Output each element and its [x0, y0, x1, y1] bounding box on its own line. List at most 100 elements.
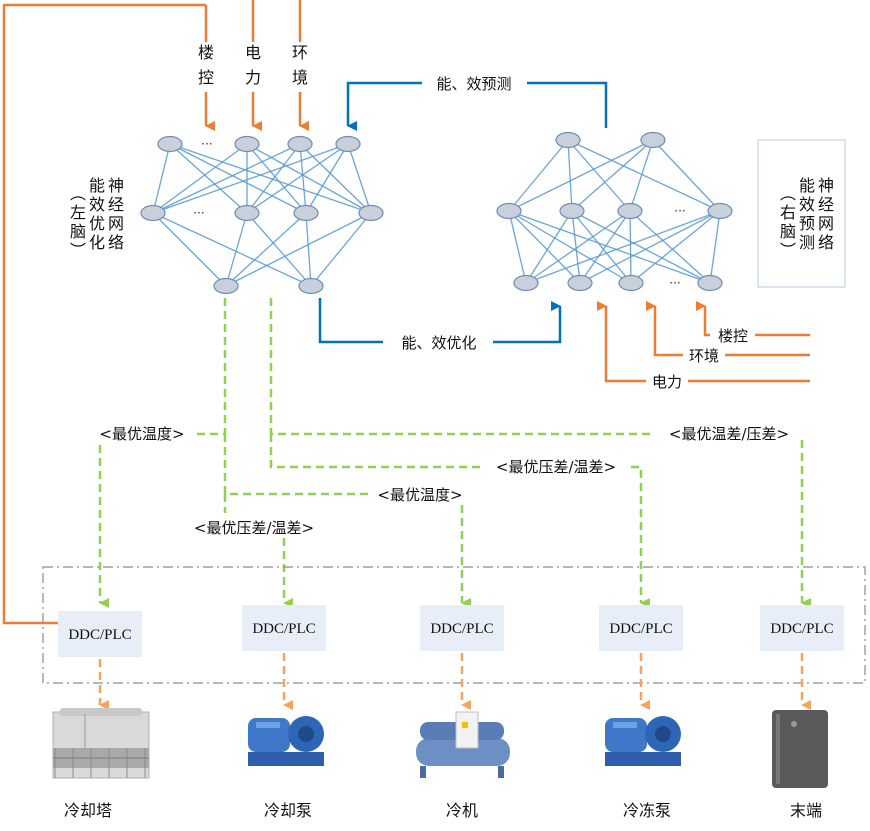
- controller-frame: [42, 566, 866, 684]
- device-label: 冷却塔: [64, 801, 112, 820]
- right-net-edge: [629, 139, 655, 212]
- right-net-node: [697, 274, 723, 292]
- right-net-title-char: ︶: [780, 241, 796, 260]
- left-net-edge: [305, 212, 314, 287]
- right-net-node: [567, 274, 593, 292]
- right-net-edge: [525, 210, 721, 284]
- left-net-edge: [152, 212, 312, 287]
- terminal-unit-icon: [772, 710, 828, 788]
- left-net-node: [234, 204, 260, 222]
- right-net-node: [559, 202, 585, 220]
- right-net-edge: [508, 210, 581, 284]
- right-net-edge: [508, 210, 711, 284]
- chiller-icon: [416, 711, 510, 778]
- left-net-edge: [152, 143, 301, 214]
- left-net-node: [213, 277, 239, 295]
- right-net-ellipsis: ···: [669, 276, 680, 290]
- right-net-edge: [630, 210, 721, 284]
- left-net-edge: [225, 212, 307, 287]
- left-net-edge: [169, 143, 307, 214]
- left-net-title-char: 经: [108, 195, 124, 214]
- right-net-title-char: 效: [799, 195, 815, 214]
- right-net-edge: [627, 210, 634, 284]
- ddc-plc-controller[interactable]: DDC/PLC: [420, 605, 504, 651]
- right-net-edge: [579, 210, 721, 284]
- right-net-node: [513, 274, 539, 292]
- left-net-edge: [169, 143, 372, 214]
- setpoint-label-chiller: <最优温度>: [377, 486, 462, 504]
- left-net-node: [298, 277, 324, 295]
- right-net-edge: [567, 139, 721, 212]
- left-net-title-char: ︵: [70, 184, 86, 203]
- right-net-edge: [571, 210, 711, 284]
- ddc-plc-controller[interactable]: DDC/PLC: [58, 611, 142, 657]
- left-net-edge: [225, 212, 372, 287]
- left-neural-network: ······: [140, 135, 384, 295]
- right-net-node: [555, 131, 581, 149]
- left-net-node: [234, 135, 260, 153]
- right-net-ellipsis: ···: [674, 204, 685, 218]
- right-net-node: [640, 131, 666, 149]
- right-net-title-char: 络: [818, 233, 834, 252]
- right-net-edge: [508, 210, 632, 284]
- device-label: 冷机: [446, 801, 478, 820]
- right-net-node: [707, 202, 733, 220]
- ddc-plc-label: DDC/PLC: [68, 627, 131, 643]
- right-net-title-char: 测: [799, 233, 815, 252]
- cooling-tower-icon: [52, 708, 150, 779]
- left-net-edge: [246, 143, 372, 214]
- input-label-environment-2: 境: [292, 68, 308, 87]
- prediction-line: [348, 81, 608, 128]
- right-inputs: 楼控 环境 电力: [606, 306, 810, 391]
- right-net-edge: [507, 210, 527, 284]
- setpoint-label-terminal: <最优温差/压差>: [669, 425, 789, 443]
- ddc-plc-box[interactable]: [599, 605, 683, 651]
- optimization-line: [318, 298, 560, 344]
- right-net-title-char: ︵: [780, 184, 796, 203]
- right-net-title-char: 网: [818, 214, 834, 233]
- left-input-labels: 楼 控 电 力 环 境: [198, 43, 308, 87]
- feedback-line: [2, 3, 206, 625]
- left-net-edge: [169, 143, 248, 214]
- ddc-plc-box[interactable]: [760, 605, 844, 651]
- prediction-label: 能、效预测: [436, 75, 511, 93]
- setpoint-label-cooling-tower: <最优温度>: [99, 425, 184, 443]
- ddc-plc-controller[interactable]: DDC/PLC: [242, 605, 326, 651]
- setpoint-label-chilled-pump: <最优压差/温差>: [496, 458, 616, 476]
- left-inputs: [204, 0, 309, 131]
- left-net-title-char: 网: [108, 214, 124, 233]
- right-net-edge: [508, 139, 569, 212]
- right-net-edge: [709, 210, 723, 284]
- ddc-plc-controller[interactable]: DDC/PLC: [599, 605, 683, 651]
- left-net-title-char: 神: [108, 176, 124, 195]
- input-label-building-control-2: 控: [198, 68, 214, 87]
- left-net-node: [157, 135, 183, 153]
- input-label-power: 电: [245, 43, 261, 62]
- right-net-edge: [579, 210, 631, 284]
- right-net-edge: [508, 139, 654, 212]
- left-net-edge: [246, 143, 349, 214]
- right-net-title-char: 神: [818, 176, 834, 195]
- right-input-label-building-control: 楼控: [718, 327, 748, 345]
- setpoint-labels: <最优温度> <最优压差/温差> <最优温度> <最优压差/温差> <最优温差/…: [99, 425, 789, 537]
- optimization-label: 能、效优化: [401, 334, 476, 352]
- setpoint-label-cooling-pump: <最优压差/温差>: [194, 519, 314, 537]
- ddc-plc-box[interactable]: [420, 605, 504, 651]
- device-label: 冷冻泵: [623, 801, 671, 820]
- input-label-environment: 环: [292, 43, 308, 62]
- ddc-plc-box[interactable]: [58, 611, 142, 657]
- setpoint-lines: [98, 298, 811, 608]
- ddc-plc-controller[interactable]: DDC/PLC: [760, 605, 844, 651]
- left-net-title-char: ︶: [70, 241, 86, 260]
- devices: 冷却塔冷却泵冷机冷冻泵末端: [52, 708, 828, 820]
- right-net-title-char: 预: [799, 214, 815, 233]
- right-net-title-char: 脑: [780, 222, 796, 241]
- left-net-edge: [152, 143, 248, 214]
- left-net-ellipsis: ···: [201, 137, 212, 151]
- ddc-plc-box[interactable]: [242, 605, 326, 651]
- right-net-edge: [569, 210, 581, 284]
- left-net-title-char: 络: [108, 233, 124, 252]
- left-net-edge: [299, 143, 372, 214]
